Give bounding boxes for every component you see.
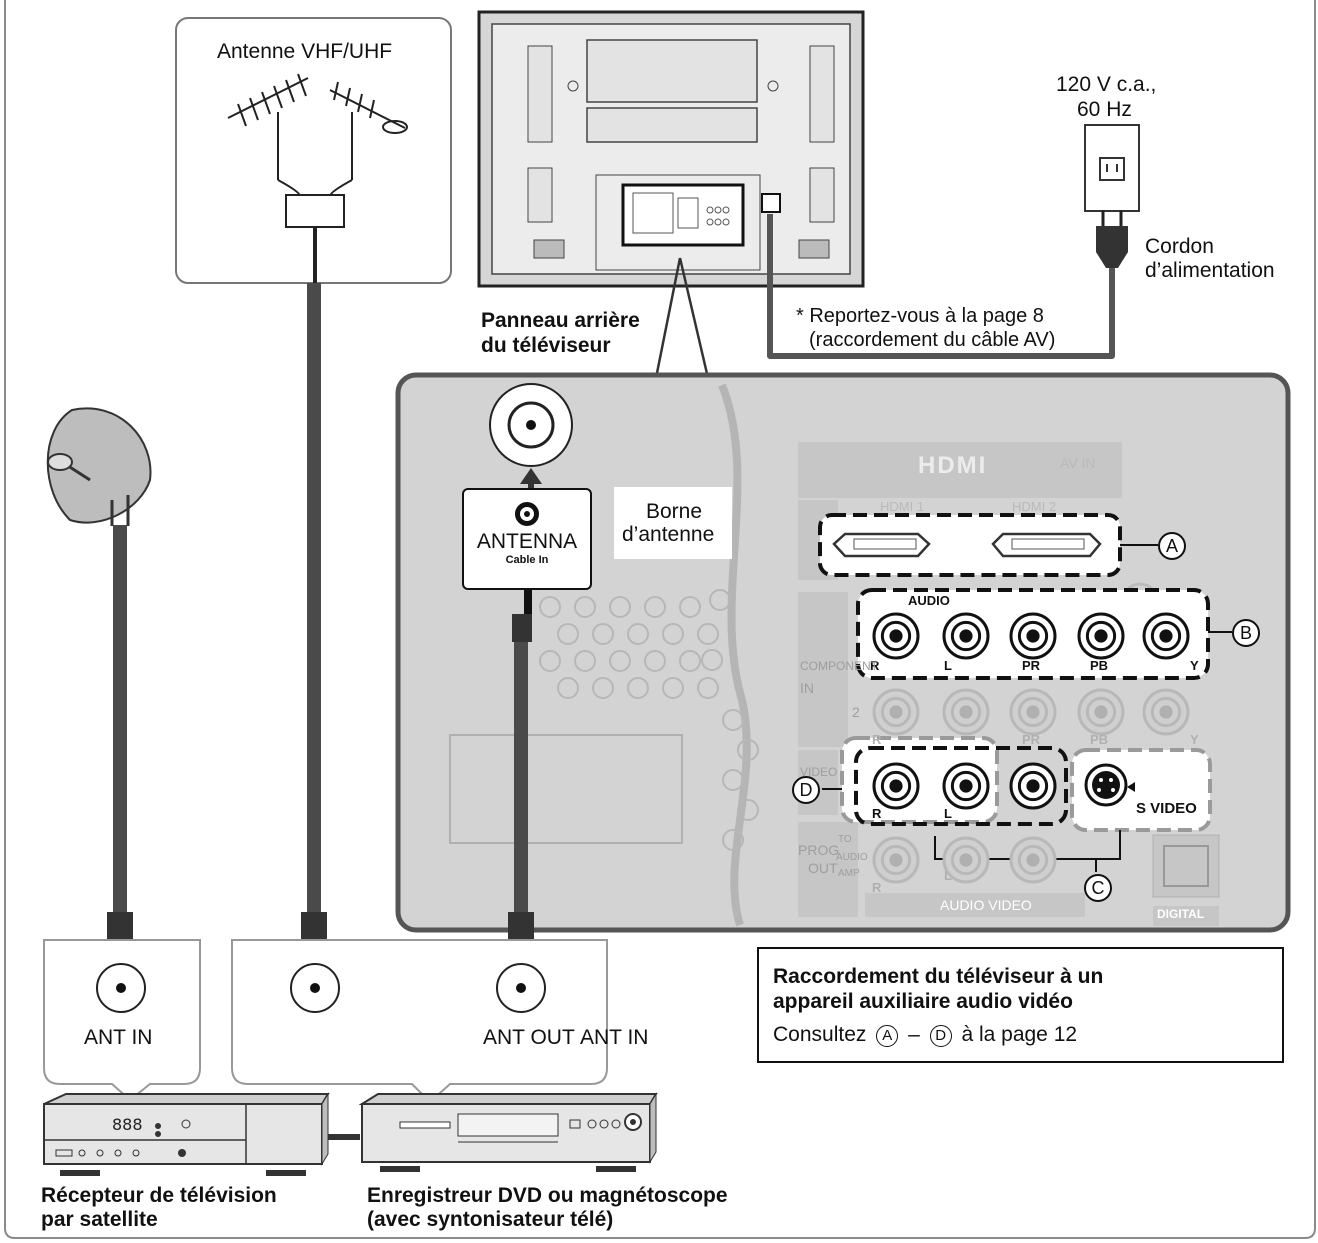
reference-note-1: * Reportez-vous à la page 8	[796, 305, 1044, 327]
digital-label: DIGITAL	[1157, 907, 1205, 921]
satellite-receiver-caption-1: Récepteur de télévision	[41, 1184, 277, 1207]
note-title-line-1: Raccordement du téléviseur à un	[773, 965, 1104, 988]
recorder-input-box	[231, 939, 608, 1104]
note-callout-d: D	[929, 1025, 952, 1047]
prog-label: PROG	[798, 842, 840, 858]
jack-label-l-4: L	[944, 868, 952, 883]
antenna-title: Antenne VHF/UHF	[217, 40, 393, 63]
hdmi1-label: HDMI 1	[880, 499, 925, 514]
antenna-terminal-caption-box	[614, 487, 732, 559]
dvd-recorder-caption-2: (avec syntonisateur télé)	[367, 1208, 614, 1231]
component-1-jack-1	[872, 612, 920, 660]
note-body-suffix: à la page 12	[961, 1023, 1078, 1046]
jack-label-r-4: R	[872, 880, 882, 895]
vhf-uhf-antenna-icon	[227, 73, 408, 197]
to-audio-label-3: AMP	[838, 868, 860, 879]
tv-back-panel	[477, 10, 865, 288]
satellite-receiver-icon: 888	[43, 1092, 330, 1176]
jack-label-pr-2: PR	[1022, 732, 1041, 747]
hdmi2-label: HDMI 2	[1012, 499, 1057, 514]
callout-b: B	[1232, 619, 1260, 647]
receiver-input-box	[43, 939, 201, 1102]
power-cord-label-2: d’alimentation	[1145, 259, 1275, 282]
callout-a: A	[1158, 532, 1186, 560]
jack-label-y-2: Y	[1190, 732, 1199, 747]
prog-out-jack-1	[872, 836, 920, 884]
component-2-jack-5	[1142, 688, 1190, 736]
hdmi-ports-group-a	[818, 513, 1158, 577]
hdmi-logo: HDMI	[918, 452, 988, 479]
note-callout-a: A	[876, 1025, 899, 1047]
callout-d: D	[792, 776, 820, 804]
component-2-label: 2	[852, 704, 860, 720]
jack-label-pb-1: PB	[1090, 658, 1108, 673]
ant-out-label: ANT OUT	[483, 1026, 575, 1049]
dvd-recorder-icon	[358, 1092, 658, 1172]
component-1-jack-4	[1077, 612, 1125, 660]
antenna-terminal-caption-1: Borne	[646, 500, 703, 523]
cable-in-text: Cable In	[505, 554, 549, 566]
note-body: Consultez A – D à la page 12	[773, 1023, 1077, 1047]
jack-label-pr-1: PR	[1022, 658, 1041, 673]
jack-label-l-1: L	[944, 658, 952, 673]
jack-label-l-3: L	[944, 806, 952, 821]
video-in-jack-3	[1009, 762, 1057, 810]
antenna-cable-in-tag: ANTENNA Cable In	[462, 488, 592, 590]
note-body-prefix: Consultez	[773, 1023, 867, 1046]
power-plug-icon	[1096, 210, 1128, 268]
power-rating: 120 V c.a.,	[1056, 73, 1157, 96]
video-in-jack-1	[872, 762, 920, 810]
display-digits: 888	[112, 1115, 143, 1134]
jack-label-r-2: R	[872, 732, 882, 747]
prog-out-jack-3	[1009, 836, 1057, 884]
prog-out-label: OUT	[808, 860, 838, 876]
video-in-jack-2	[942, 762, 990, 810]
dvd-recorder-caption-1: Enregistreur DVD ou magnétoscope	[367, 1184, 728, 1207]
component-2-jack-1	[872, 688, 920, 736]
component-2-jack-3	[1009, 688, 1057, 736]
cables	[107, 283, 534, 1140]
component-label: COMPONENT	[800, 659, 878, 673]
component-1-jack-3	[1009, 612, 1057, 660]
callout-c: C	[1084, 874, 1112, 902]
power-frequency: 60 Hz	[1077, 98, 1132, 121]
note-body-dash: –	[908, 1023, 920, 1046]
component-1-jack-5	[1142, 612, 1190, 660]
jack-label-r-1: R	[870, 658, 880, 673]
note-title-line-2: appareil auxiliaire audio vidéo	[773, 990, 1073, 1014]
rear-panel-label-1: Panneau arrière	[481, 309, 640, 332]
wall-outlet-icon	[1084, 124, 1140, 212]
to-audio-label-2: AUDIO	[836, 852, 868, 863]
reference-note-2: (raccordement du câble AV)	[809, 329, 1056, 351]
antenna-box	[175, 17, 452, 284]
satellite-dish-icon	[46, 407, 152, 526]
component-1-jack-2	[942, 612, 990, 660]
component-2-jack-2	[942, 688, 990, 736]
audio-label: AUDIO	[908, 593, 950, 608]
antenna-symbol-icon	[515, 502, 539, 526]
antenna-terminal-icon	[489, 383, 573, 489]
av-in-label: AV IN	[1060, 455, 1096, 471]
antenna-terminal-caption-2: d’antenne	[622, 523, 715, 546]
ant-in-recorder-label: ANT IN	[580, 1026, 649, 1049]
antenna-tag-text: ANTENNA	[476, 530, 578, 553]
video-side-label: VIDEO	[800, 765, 838, 779]
audio-video-label: AUDIO VIDEO	[940, 897, 1032, 913]
satellite-receiver-caption-2: par satellite	[41, 1208, 158, 1231]
component-in-label: IN	[800, 680, 814, 696]
jack-label-y-1: Y	[1190, 658, 1199, 673]
component-2-jack-4	[1077, 688, 1125, 736]
ant-in-receiver-label: ANT IN	[84, 1026, 153, 1049]
power-cord-label-1: Cordon	[1145, 235, 1214, 258]
rear-panel-label-2: du téléviseur	[481, 334, 611, 357]
power-cord	[767, 214, 1115, 359]
jack-label-r-3: R	[872, 806, 882, 821]
jack-label-pb-2: PB	[1090, 732, 1108, 747]
av-connection-note: Raccordement du téléviseur à un appareil…	[757, 947, 1284, 1063]
s-video-label: S VIDEO	[1136, 800, 1197, 817]
s-video-group-c	[934, 748, 1212, 872]
prog-out-jack-2	[942, 836, 990, 884]
to-audio-label-1: TO	[838, 834, 852, 845]
